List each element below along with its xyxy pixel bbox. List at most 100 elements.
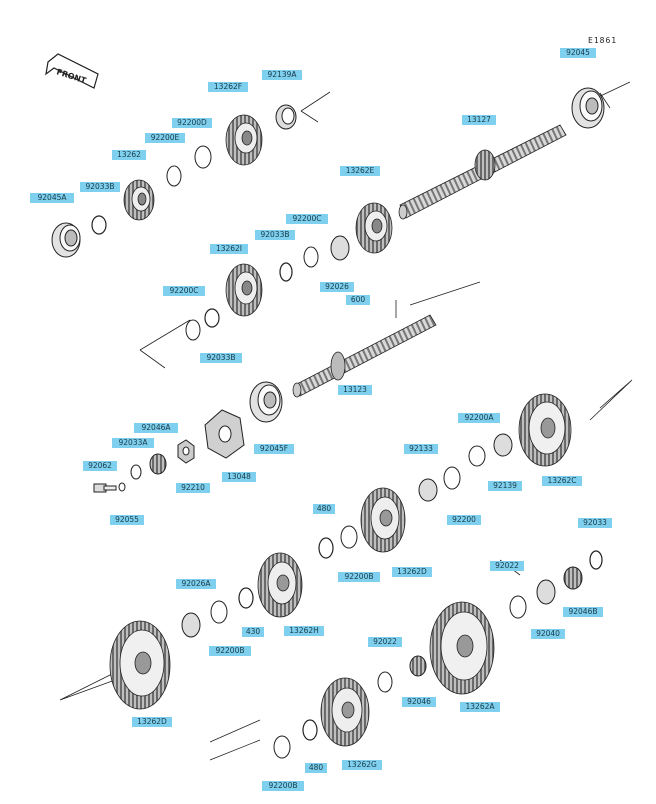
front-arrow: FRONT <box>45 53 99 89</box>
part-label-92200B-left[interactable]: 92200B <box>209 646 251 656</box>
part-label-13127[interactable]: 13127 <box>462 115 496 125</box>
bearing-92045 <box>571 87 605 129</box>
washer-92055 <box>118 482 126 492</box>
part-label-92022-low[interactable]: 92022 <box>368 637 402 647</box>
shaft-13123 <box>292 314 437 398</box>
part-label-92045F[interactable]: 92045F <box>254 444 294 454</box>
part-label-13123[interactable]: 13123 <box>338 385 372 395</box>
needle-bearing-92046 <box>409 655 427 677</box>
collar-92040 <box>536 579 556 605</box>
part-label-13048[interactable]: 13048 <box>222 472 256 482</box>
bearing-92045A <box>51 222 81 258</box>
part-label-13262D[interactable]: 13262D <box>392 567 432 577</box>
circlip-92033B-mid <box>279 262 293 282</box>
needle-bearing-92139 <box>493 433 513 457</box>
gear-13262F <box>225 114 263 166</box>
part-label-92033B-top[interactable]: 92033B <box>80 182 120 192</box>
part-label-13262A[interactable]: 13262A <box>460 702 500 712</box>
washer-92200D <box>194 145 212 169</box>
circlip-92033B-low <box>204 308 220 328</box>
upper-shaft-group <box>51 87 605 282</box>
part-label-13262D-low[interactable]: 13262D <box>132 717 172 727</box>
part-label-92200B-bottom[interactable]: 92200B <box>262 781 304 791</box>
part-label-92139A[interactable]: 92139A <box>262 70 302 80</box>
gear-13262H <box>257 552 303 618</box>
part-label-92040[interactable]: 92040 <box>531 629 565 639</box>
middle-shaft-group <box>93 263 437 493</box>
part-label-13262[interactable]: 13262 <box>112 150 146 160</box>
gear-13262G <box>320 677 370 747</box>
part-label-92200C-left[interactable]: 92200C <box>163 286 205 296</box>
part-label-13262E[interactable]: 13262E <box>340 166 380 176</box>
part-label-92200A[interactable]: 92200A <box>458 413 500 423</box>
part-label-92045[interactable]: 92045 <box>560 48 596 58</box>
washer-92200B-left <box>210 600 228 624</box>
needle-bearing-92046B <box>563 566 583 590</box>
circlip-480-mid <box>318 537 334 559</box>
washer-92200C-left <box>185 319 201 341</box>
part-label-13262C[interactable]: 13262C <box>542 476 582 486</box>
part-label-92026[interactable]: 92026 <box>320 282 354 292</box>
circlip-480-low <box>302 719 318 741</box>
washer-92200C-top <box>303 246 319 268</box>
washer-92022-low <box>377 671 393 693</box>
collar-92133 <box>418 478 438 502</box>
part-label-92200C-top[interactable]: 92200C <box>286 214 328 224</box>
part-label-92033A[interactable]: 92033A <box>112 438 154 448</box>
gear-13262D-low <box>109 620 171 710</box>
washer-92200 <box>443 466 461 490</box>
part-label-13262F[interactable]: 13262F <box>208 82 248 92</box>
needle-bearing-92139A <box>275 104 297 130</box>
part-label-92026A[interactable]: 92026A <box>176 579 216 589</box>
circlip-430 <box>238 587 254 609</box>
part-label-13262G[interactable]: 13262G <box>342 760 382 770</box>
collar-92026A <box>181 612 201 638</box>
part-label-92022-right[interactable]: 92022 <box>490 561 524 571</box>
bolt-92062 <box>93 483 117 493</box>
part-label-92200B-mid[interactable]: 92200B <box>338 572 380 582</box>
nut-92210 <box>177 439 195 464</box>
shaft-13127 <box>398 124 567 220</box>
part-label-430[interactable]: 430 <box>242 627 264 637</box>
part-label-92033B-mid[interactable]: 92033B <box>255 230 295 240</box>
gear-13262D <box>360 487 406 553</box>
washer-92200B-bottom <box>273 735 291 759</box>
part-label-92046A[interactable]: 92046A <box>134 423 178 433</box>
part-label-92210[interactable]: 92210 <box>176 483 210 493</box>
circlip-92033B-top <box>91 215 107 235</box>
part-label-92045A[interactable]: 92045A <box>30 193 74 203</box>
circlip-92033A <box>130 464 142 480</box>
part-label-92200D[interactable]: 92200D <box>172 118 212 128</box>
gear-13262I <box>225 263 263 317</box>
diagram-code: E1861 <box>588 36 618 45</box>
gear-13262 <box>123 179 155 221</box>
part-label-92033B-low[interactable]: 92033B <box>200 353 242 363</box>
part-label-480-mid[interactable]: 480 <box>313 504 335 514</box>
part-label-480-low[interactable]: 480 <box>305 763 327 773</box>
bearing-92045F <box>249 381 283 423</box>
part-label-92200[interactable]: 92200 <box>447 515 481 525</box>
washer-92022-right <box>509 595 527 619</box>
right-gears-group <box>109 393 603 759</box>
part-label-92133[interactable]: 92133 <box>404 444 438 454</box>
gear-13262E <box>355 202 393 254</box>
part-label-92062[interactable]: 92062 <box>83 461 117 471</box>
part-label-13262H[interactable]: 13262H <box>284 626 324 636</box>
part-label-92033[interactable]: 92033 <box>578 518 612 528</box>
part-label-92139[interactable]: 92139 <box>488 481 522 491</box>
washer-92200A <box>468 445 486 467</box>
sprocket-13048 <box>204 409 245 459</box>
gear-13262A <box>429 601 495 695</box>
part-label-13262I[interactable]: 13262I <box>210 244 248 254</box>
washer-92200E <box>166 165 182 187</box>
part-label-92046[interactable]: 92046 <box>402 697 436 707</box>
washer-92200B-mid <box>340 525 358 549</box>
part-label-92046B[interactable]: 92046B <box>563 607 603 617</box>
needle-bearing-92046A <box>149 453 167 475</box>
part-label-600[interactable]: 600 <box>346 295 370 305</box>
gear-13262C <box>518 393 572 467</box>
part-label-92055[interactable]: 92055 <box>110 515 144 525</box>
part-label-92200E[interactable]: 92200E <box>145 133 185 143</box>
